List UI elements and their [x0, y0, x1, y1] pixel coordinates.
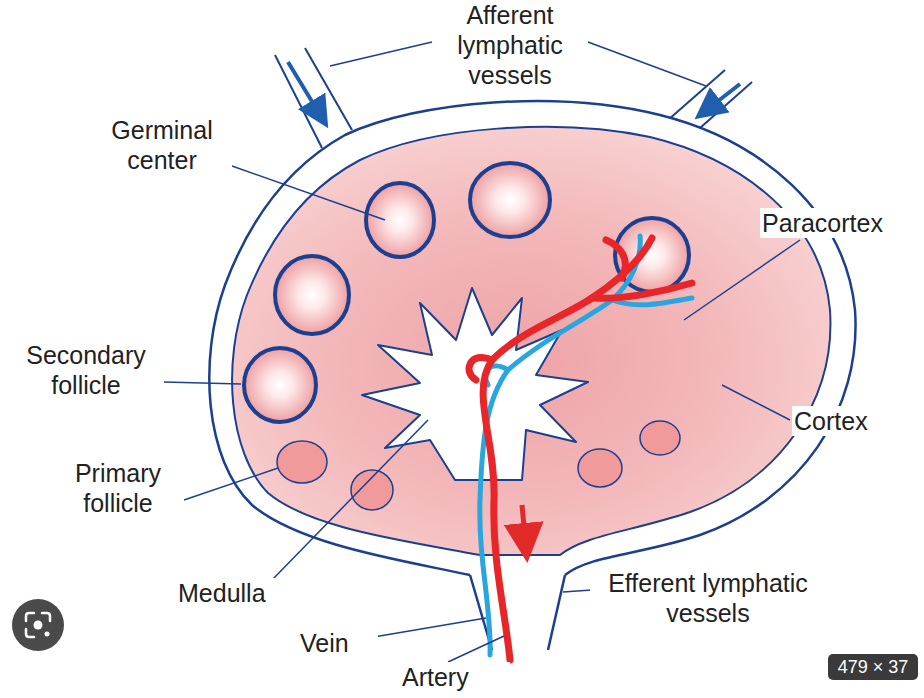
watermark: 479 × 37 [828, 654, 918, 680]
part-label: Germinal center [92, 115, 232, 175]
flow-arrow [522, 505, 526, 548]
part-label: Cortex [792, 406, 902, 436]
cortex [232, 127, 830, 555]
vessel-label: Afferent lymphatic vessels [440, 0, 580, 90]
vessel-label: Efferent lymphatic vessels [590, 568, 826, 628]
efferent-vessel [548, 575, 565, 650]
vessel-label: Artery [400, 662, 510, 692]
part-label: Secondary follicle [8, 340, 164, 400]
flow-arrow [704, 84, 740, 112]
lens-icon [12, 599, 64, 651]
part-label: Medulla [176, 578, 296, 608]
vessel-label: Vein [298, 628, 378, 658]
part-label: Paracortex [760, 208, 900, 238]
flow-arrow [288, 62, 322, 118]
capsule [209, 101, 855, 575]
part-label: Primary follicle [52, 458, 184, 518]
